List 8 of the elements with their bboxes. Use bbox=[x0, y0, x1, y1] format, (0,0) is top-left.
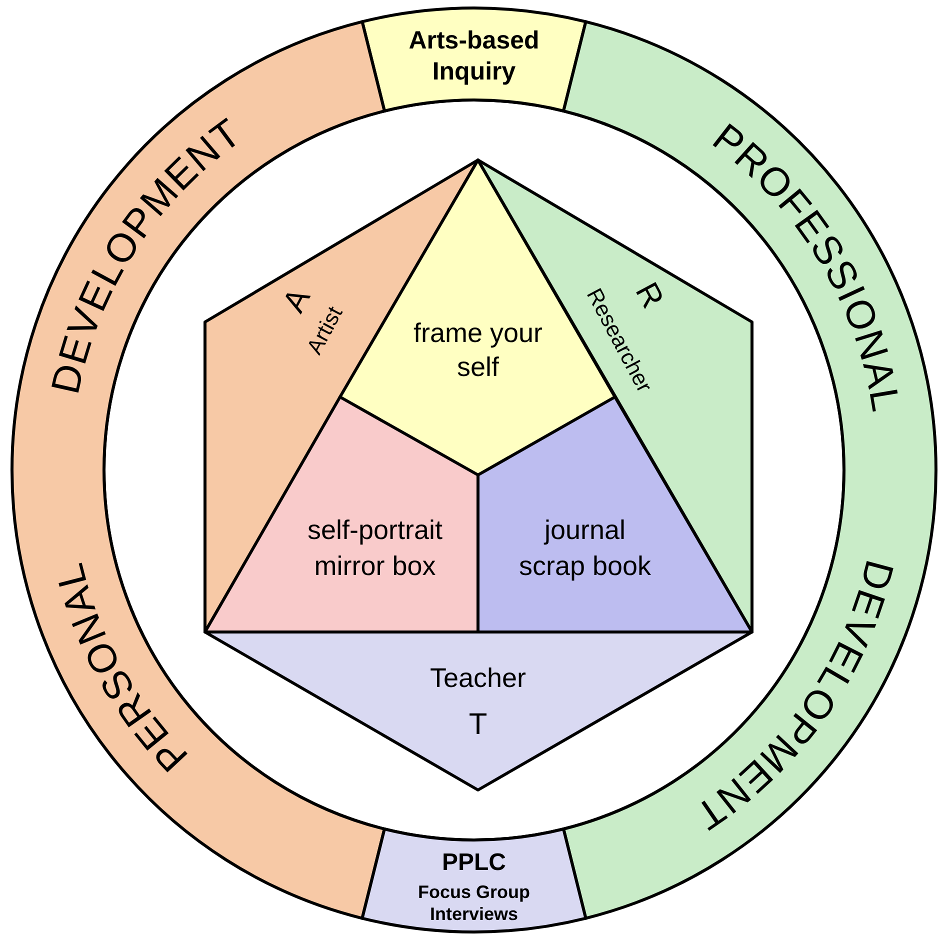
section-label: Teacher bbox=[430, 663, 526, 693]
section-label: T bbox=[468, 708, 488, 740]
segment-label: Arts-based Inquiry bbox=[408, 26, 540, 86]
segment-label: PPLC bbox=[442, 848, 506, 876]
section-label: frame your self bbox=[413, 318, 543, 382]
segment-label: Focus Group Interviews bbox=[418, 882, 530, 924]
section-label: self-portrait mirror box bbox=[307, 515, 443, 581]
section-label: journal scrap book bbox=[518, 515, 652, 581]
